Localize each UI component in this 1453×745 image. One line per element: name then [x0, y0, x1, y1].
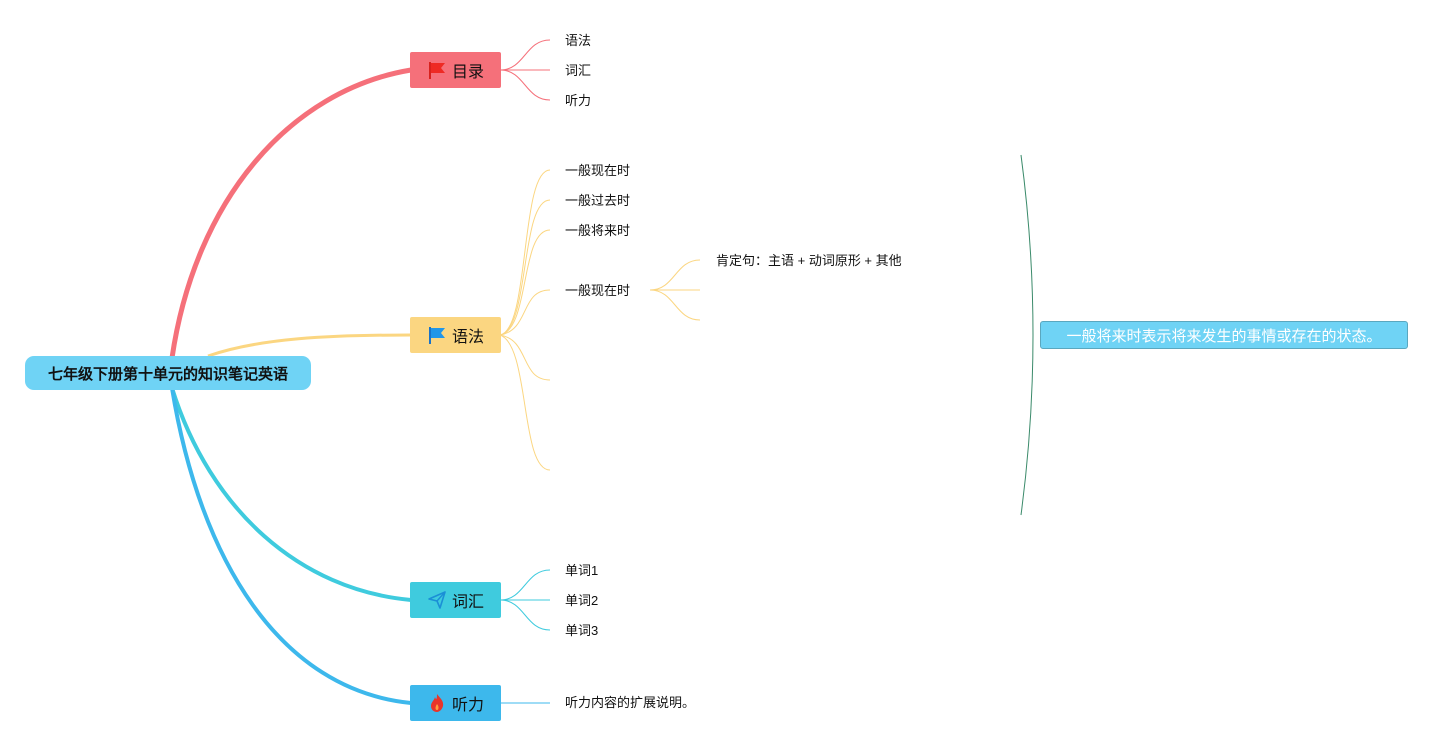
leaf-item[interactable]: 一般过去时 — [565, 193, 631, 208]
paper-plane-icon — [427, 590, 447, 610]
link-root-vocab — [170, 387, 412, 602]
branch-label: 听力 — [451, 697, 484, 714]
root-node[interactable]: 七年级下册第十单元的知识笔记英语 — [25, 356, 311, 390]
leaf-item[interactable]: 词汇 — [565, 63, 592, 78]
leaf-item[interactable]: 单词3 — [565, 623, 599, 638]
link-root-grammar — [207, 333, 412, 358]
branch-grammar[interactable]: 语法 — [410, 317, 501, 353]
summary-bracket — [1020, 154, 1034, 516]
branch-label: 目录 — [451, 64, 484, 81]
flag-icon — [427, 60, 447, 80]
branch-catalog[interactable]: 目录 — [410, 52, 501, 88]
flag-icon — [427, 325, 447, 345]
leaf-item[interactable]: 语法 — [565, 33, 592, 48]
branch-label: 词汇 — [451, 594, 484, 611]
sub-leaf-item[interactable]: 肯定句：主语 + 动词原形 + 其他 — [716, 253, 902, 268]
branch-listening[interactable]: 听力 — [410, 685, 501, 721]
summary-callout[interactable]: 一般将来时表示将来发生的事情或存在的状态。 — [1040, 321, 1408, 349]
leaf-item[interactable]: 单词1 — [565, 563, 599, 578]
leaf-item[interactable]: 听力 — [565, 93, 592, 108]
leaf-item[interactable]: 单词2 — [565, 593, 599, 608]
leaf-item[interactable]: 听力内容的扩展说明。 — [565, 695, 696, 710]
leaf-item[interactable]: 一般将来时 — [565, 223, 631, 238]
branch-vocab[interactable]: 词汇 — [410, 582, 501, 618]
branch-label: 语法 — [451, 329, 484, 346]
leaf-item[interactable]: 一般现在时 — [565, 283, 631, 298]
leaf-item[interactable]: 一般现在时 — [565, 163, 631, 178]
link-root-catalog — [169, 67, 412, 359]
link-root-listening — [170, 387, 412, 705]
fire-icon — [427, 693, 447, 713]
